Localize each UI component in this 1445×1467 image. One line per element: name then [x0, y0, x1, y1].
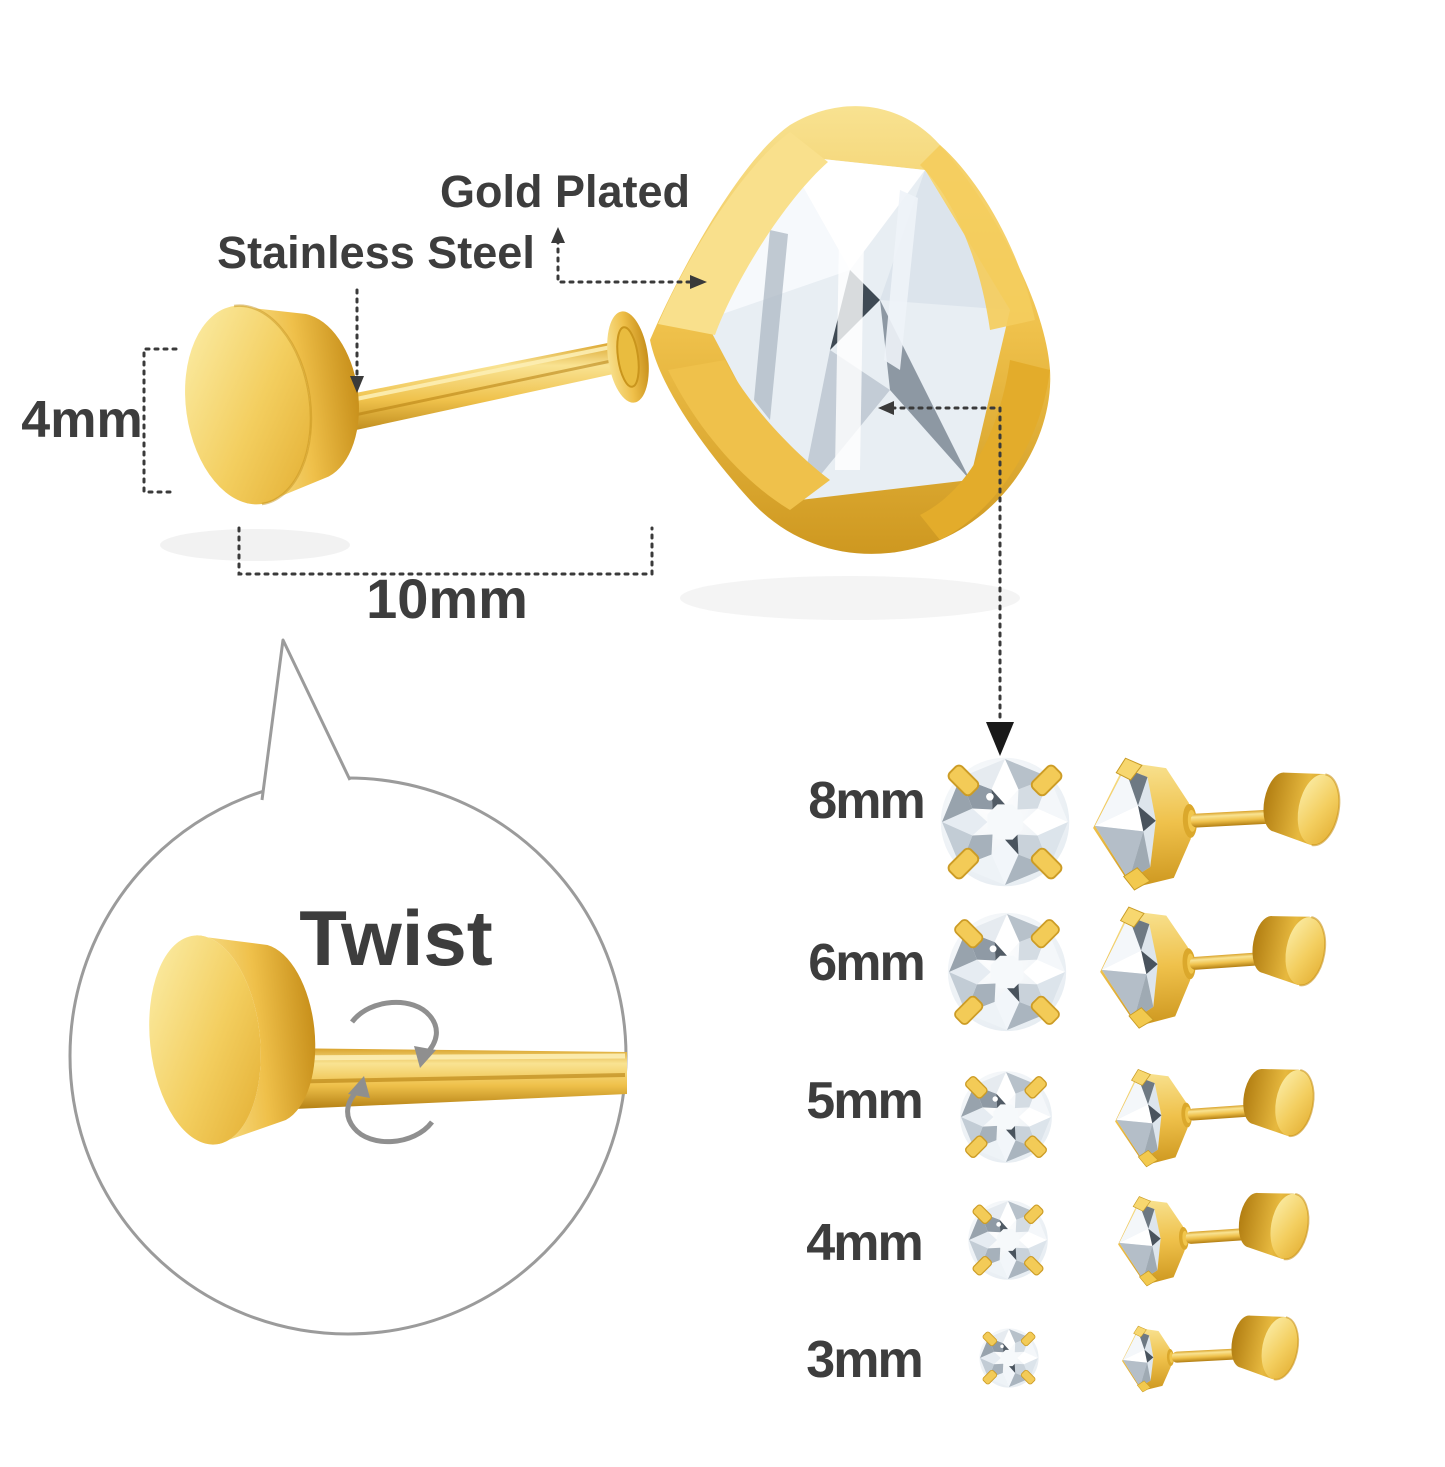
stud-side-view-3mm — [1120, 1307, 1305, 1394]
head-shadow — [680, 576, 1020, 620]
stainless-steel-label: Stainless Steel — [217, 227, 535, 278]
stud-side-view-5mm — [1111, 1060, 1320, 1170]
gold-plated-arrow-icon — [551, 227, 707, 289]
bubble-tail — [260, 638, 352, 801]
gem-front-view-3mm — [978, 1327, 1040, 1389]
disc-shadow — [160, 529, 350, 561]
size-label-4mm: 4mm — [806, 1214, 921, 1272]
earring-back-disc — [185, 304, 359, 506]
back-height-dimension: 4mm — [21, 391, 142, 449]
size-row-4mm: 4mm — [806, 1184, 1315, 1289]
size-label-3mm: 3mm — [806, 1331, 921, 1389]
stud-side-view-8mm — [1089, 754, 1347, 893]
gold-plated-label: Gold Plated — [440, 166, 690, 217]
stud-side-view-4mm — [1114, 1184, 1315, 1289]
size-row-5mm: 5mm — [806, 1060, 1320, 1170]
earring-post — [310, 341, 618, 440]
size-row-8mm: 8mm — [808, 754, 1347, 893]
size-chart: 8mm 6mm 5mm — [806, 754, 1347, 1394]
twist-back-disc — [149, 935, 316, 1145]
main-earring-illustration — [160, 106, 1051, 620]
post-collar — [607, 311, 649, 403]
size-chart-pointer-arrow-icon — [878, 401, 1014, 756]
earring-gem-head — [650, 106, 1051, 554]
twist-rotation-arrows-icon — [345, 1000, 439, 1144]
post-length-bracket-icon — [237, 526, 654, 576]
post-length-dimension: 10mm — [366, 567, 528, 630]
size-label-6mm: 6mm — [808, 934, 923, 992]
size-label-5mm: 5mm — [806, 1072, 921, 1130]
twist-callout-bubble: Twist — [68, 638, 628, 1336]
gem-front-view-4mm — [967, 1199, 1049, 1281]
gem-front-view-6mm — [946, 911, 1068, 1033]
size-row-3mm: 3mm — [806, 1307, 1305, 1394]
twist-label: Twist — [299, 894, 493, 982]
gem-front-view-5mm — [959, 1070, 1053, 1164]
stainless-steel-arrow-icon — [350, 288, 364, 393]
size-label-8mm: 8mm — [808, 772, 923, 830]
stud-side-view-6mm — [1095, 902, 1332, 1032]
gem-front-view-8mm — [939, 756, 1071, 888]
back-height-bracket-icon — [142, 347, 178, 494]
size-row-6mm: 6mm — [808, 902, 1332, 1033]
